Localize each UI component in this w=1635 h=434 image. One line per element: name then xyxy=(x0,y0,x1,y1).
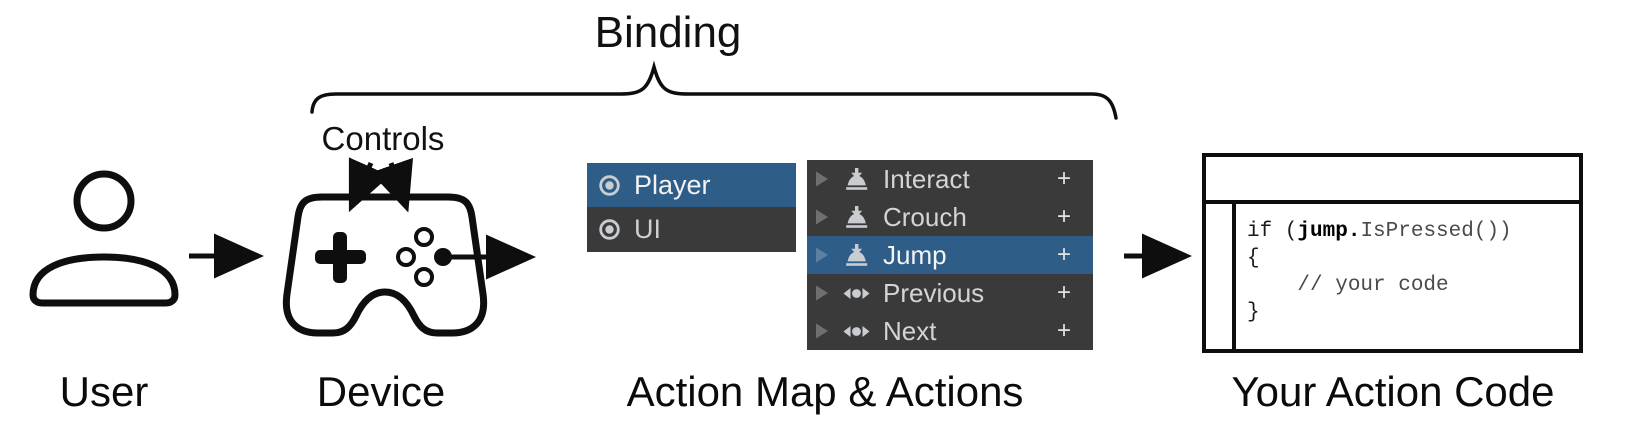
code-line: if (jump.IsPressed()) xyxy=(1247,220,1512,243)
face-buttons-icon xyxy=(396,227,452,287)
action-map-label: UI xyxy=(634,214,661,244)
action-code-window: if (jump.IsPressed()) { // your code } xyxy=(1202,153,1583,353)
button-press-icon xyxy=(846,167,868,190)
stage-label-action-map-actions: Action Map & Actions xyxy=(626,368,1024,415)
action-label: Jump xyxy=(883,239,947,270)
add-binding-button[interactable]: + xyxy=(1056,241,1071,268)
action-label: Interact xyxy=(883,163,970,194)
jump-variable-token: jump. xyxy=(1297,220,1361,243)
action-row-previous[interactable]: Previous + xyxy=(807,274,1093,312)
action-row-jump[interactable]: Jump + xyxy=(807,236,1093,274)
stage-label-your-action-code: Your Action Code xyxy=(1231,368,1555,415)
action-label: Crouch xyxy=(883,201,967,232)
add-binding-button[interactable]: + xyxy=(1056,317,1071,344)
foldout-triangle-icon[interactable] xyxy=(815,171,829,187)
action-map-item-ui[interactable]: UI xyxy=(587,207,796,252)
button-press-icon xyxy=(846,205,868,228)
code-comment-line: // your code xyxy=(1247,274,1449,297)
stage-label-device: Device xyxy=(316,368,446,415)
action-row-crouch[interactable]: Crouch + xyxy=(807,198,1093,236)
action-map-panel: Player UI xyxy=(587,163,796,252)
add-binding-button[interactable]: + xyxy=(1056,165,1071,192)
stage-label-user: User xyxy=(59,368,149,415)
gamepad-icon xyxy=(282,193,488,337)
axis-icon xyxy=(843,287,870,299)
action-map-icon xyxy=(599,219,620,240)
binding-label: Binding xyxy=(594,8,742,57)
action-map-label: Player xyxy=(634,169,711,200)
add-binding-button[interactable]: + xyxy=(1056,279,1071,306)
action-label: Next xyxy=(883,315,937,346)
user-icon xyxy=(29,170,179,307)
controls-label: Controls xyxy=(321,120,445,157)
code-line: { xyxy=(1247,247,1260,270)
code-snippet: if (jump.IsPressed()) { // your code } xyxy=(1236,204,1512,349)
action-label: Previous xyxy=(883,277,985,308)
dpad-icon xyxy=(315,232,366,283)
button-press-icon xyxy=(846,243,868,266)
code-gutter xyxy=(1206,204,1236,349)
action-map-item-player[interactable]: Player xyxy=(587,163,796,207)
actions-panel: Interact + Crouch + Jump + xyxy=(807,160,1093,350)
action-map-icon xyxy=(599,174,620,196)
action-row-interact[interactable]: Interact + xyxy=(807,160,1093,198)
code-line: } xyxy=(1247,301,1260,324)
foldout-triangle-icon[interactable] xyxy=(815,323,829,339)
controls-pointer-arrows xyxy=(348,157,414,213)
code-window-titlebar xyxy=(1206,157,1579,204)
foldout-triangle-icon[interactable] xyxy=(815,209,829,225)
foldout-triangle-icon[interactable] xyxy=(815,247,829,263)
binding-brace xyxy=(310,60,1118,120)
action-row-next[interactable]: Next + xyxy=(807,312,1093,350)
foldout-triangle-icon[interactable] xyxy=(815,285,829,301)
axis-icon xyxy=(843,325,870,337)
add-binding-button[interactable]: + xyxy=(1056,203,1071,230)
